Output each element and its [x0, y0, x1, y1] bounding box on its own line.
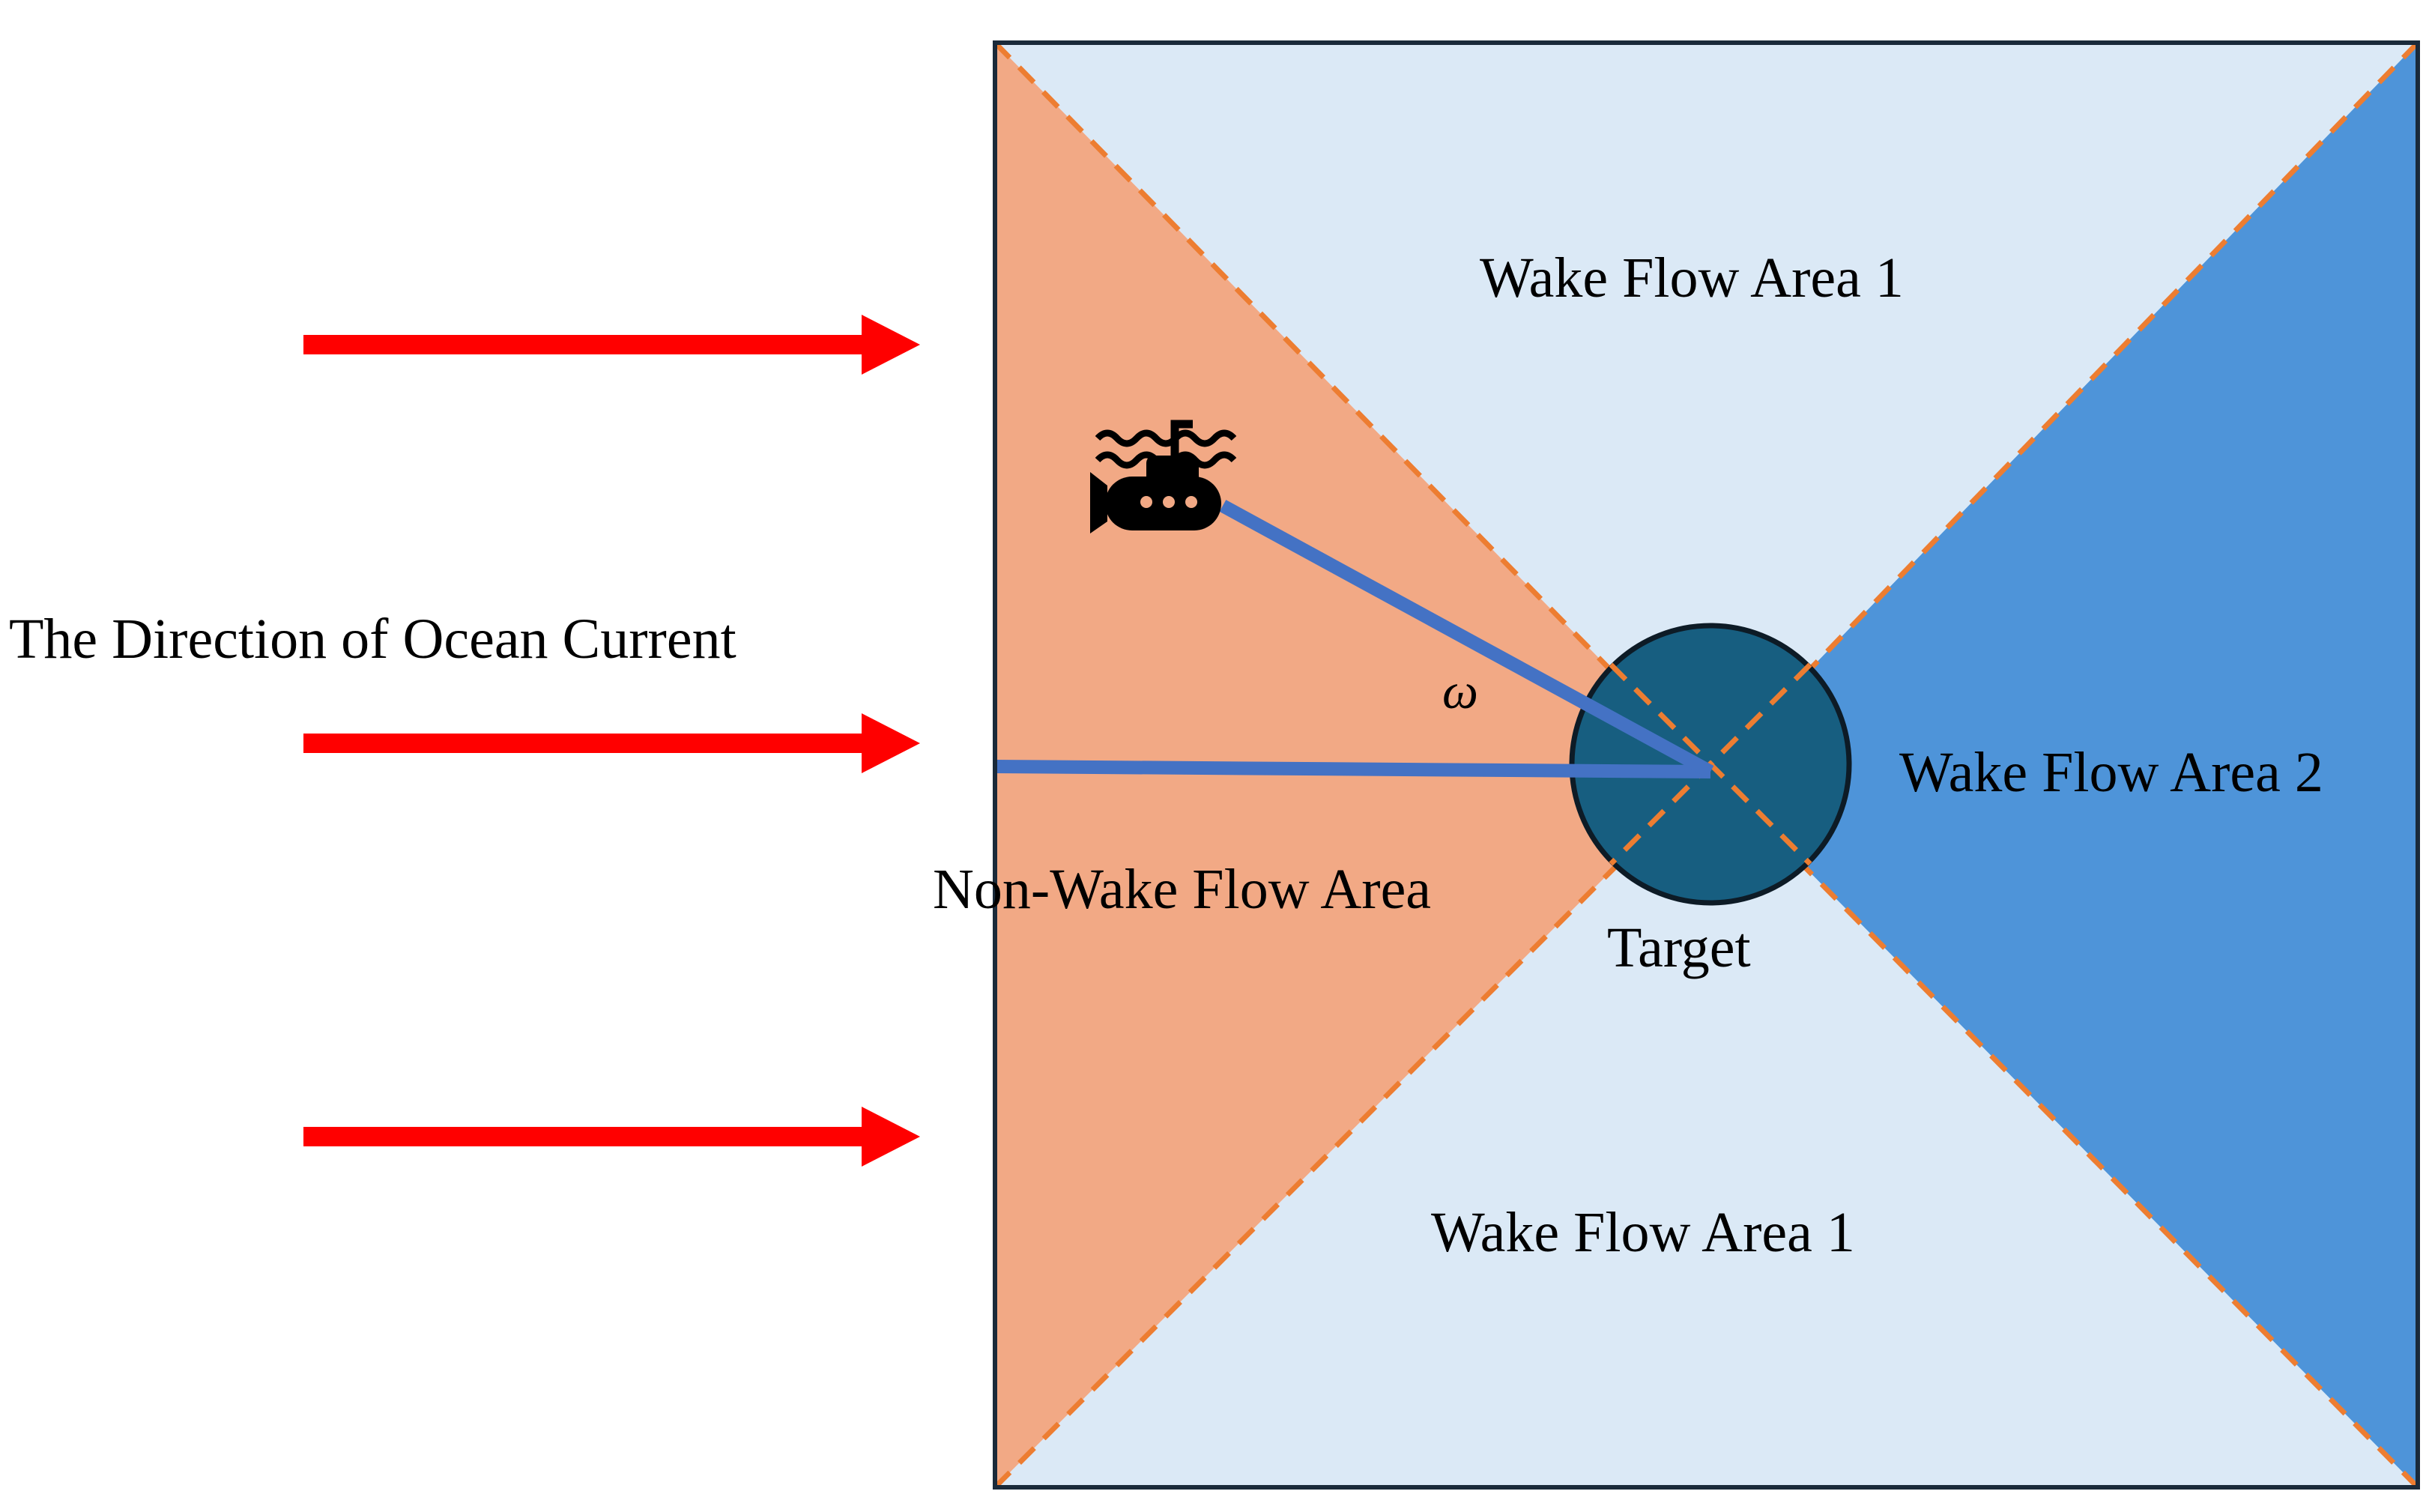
wake-flow-area-1-bottom-label: Wake Flow Area 1 — [1431, 1201, 1855, 1264]
bearing-line-to-vehicle — [1219, 500, 1714, 778]
diagonal-boundary-right-bottom — [1708, 769, 2420, 1490]
angle-omega-label: ω — [1442, 662, 1478, 719]
wake-flow-area-1-bottom-region — [995, 772, 2418, 1487]
domain-border — [993, 40, 2420, 1490]
submarine-icon — [1090, 420, 1237, 533]
target-label: Target — [1607, 916, 1751, 979]
current-direction-label: The Direction of Ocean Current — [9, 608, 736, 671]
wake-flow-area-2-region — [1710, 43, 2418, 1487]
bearing-line-horizontal — [994, 760, 1711, 778]
non-wake-flow-area-label: Non-Wake Flow Area — [933, 858, 1431, 921]
wake-flow-area-2-label: Wake Flow Area 2 — [1899, 741, 2323, 804]
wake-flow-area-1-top-region — [995, 43, 2418, 772]
diagonal-boundary-left-bottom — [993, 769, 1713, 1490]
diagonal-boundary-right-top — [1708, 40, 2420, 774]
current-arrow-top — [303, 315, 920, 375]
wake-flow-area-1-top-label: Wake Flow Area 1 — [1480, 247, 1904, 309]
current-arrow-bottom — [303, 1107, 920, 1167]
current-arrow-middle — [303, 713, 920, 773]
